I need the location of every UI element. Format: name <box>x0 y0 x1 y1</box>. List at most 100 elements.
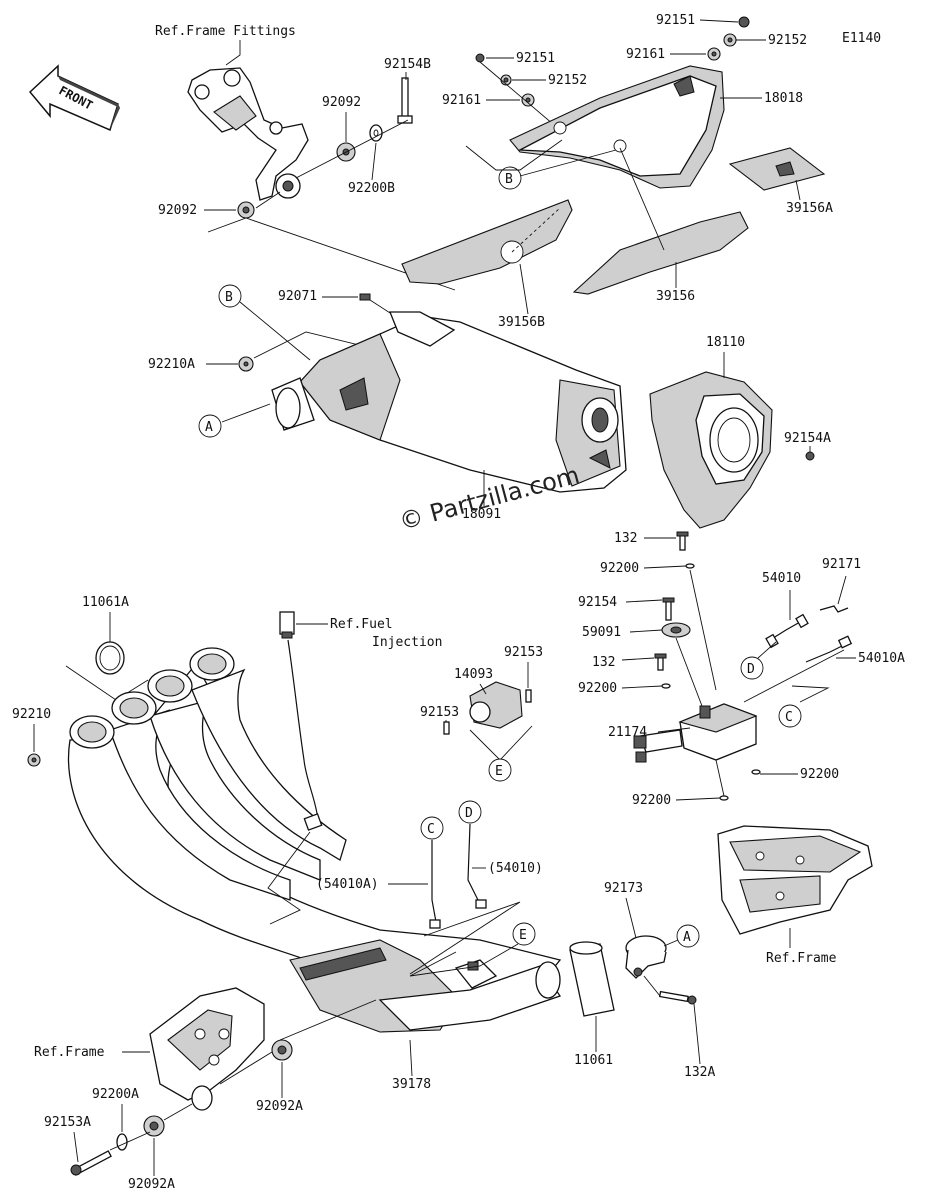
o2-sensor-harness <box>279 611 323 831</box>
washer-92200-d <box>719 795 729 801</box>
clip-92071 <box>359 293 371 301</box>
washer-92200-c <box>751 769 761 775</box>
callout-b-upper: B <box>498 166 522 190</box>
cable-54010 <box>765 613 809 649</box>
part-label-92092a-lower: 92092A <box>128 1177 175 1192</box>
svg-text:A: A <box>683 930 691 945</box>
clip-92171 <box>819 605 849 613</box>
part-label-54010-lower: (54010) <box>488 861 543 876</box>
callout-c-lower: C <box>420 816 444 840</box>
part-label-132-upper: 132 <box>614 531 637 546</box>
washer-92152-top <box>723 33 737 47</box>
ref-frame-fittings-label: Ref.Frame Fittings <box>155 24 296 39</box>
part-label-92151-top: 92151 <box>656 13 695 28</box>
part-label-18091: 18091 <box>462 507 501 522</box>
nut-92210 <box>27 753 41 767</box>
part-label-92200-d: 92200 <box>632 793 671 808</box>
callout-a-right: A <box>676 924 700 948</box>
svg-text:D: D <box>465 806 473 821</box>
pad-39156a <box>728 147 826 191</box>
part-label-92200b: 92200B <box>348 181 395 196</box>
end-cap-18110 <box>649 371 773 529</box>
ref-frame-right-label: Ref.Frame <box>766 951 837 966</box>
callout-b-lower: B <box>218 284 242 308</box>
bolt-132a <box>658 990 697 1005</box>
part-label-132-lower: 132 <box>592 655 615 670</box>
bolt-92151 <box>475 53 485 63</box>
part-label-59091: 59091 <box>582 625 621 640</box>
front-arrow-icon: FRONT <box>28 64 120 132</box>
diagram-code: E1140 <box>842 31 881 46</box>
cable-54010a <box>805 635 853 663</box>
bolt-132-upper <box>676 531 689 551</box>
part-label-39156: 39156 <box>656 289 695 304</box>
svg-text:C: C <box>427 822 435 837</box>
part-label-18018: 18018 <box>764 91 803 106</box>
callout-d-lower: D <box>458 800 482 824</box>
nut-92210a <box>238 356 254 372</box>
clamp-92173 <box>625 935 667 979</box>
cable-54010a-lower <box>429 840 441 929</box>
part-label-92154: 92154 <box>578 595 617 610</box>
svg-text:B: B <box>505 172 513 187</box>
part-label-92210a: 92210A <box>148 357 195 372</box>
part-label-92152: 92152 <box>548 73 587 88</box>
part-label-92154b: 92154B <box>384 57 431 72</box>
frame-fittings-bracket <box>187 67 309 201</box>
svg-text:C: C <box>785 710 793 725</box>
svg-text:E: E <box>495 764 503 779</box>
actuator-21174 <box>633 703 758 763</box>
pad-39156 <box>572 211 749 295</box>
cover-14093 <box>469 681 523 729</box>
part-label-92200-b: 92200 <box>578 681 617 696</box>
part-label-92092a-upper: 92092A <box>256 1099 303 1114</box>
gasket-11061 <box>569 941 615 1017</box>
bolt-92154b <box>397 77 413 124</box>
part-label-92151: 92151 <box>516 51 555 66</box>
svg-text:A: A <box>205 420 213 435</box>
part-label-92153-a: 92153 <box>504 645 543 660</box>
part-label-92153a: 92153A <box>44 1115 91 1130</box>
bolt-132-lower <box>654 653 667 671</box>
bolt-92153-a <box>525 689 532 703</box>
callout-e-cover: E <box>488 758 512 782</box>
part-label-92092-lower: 92092 <box>158 203 197 218</box>
part-label-92152-top: 92152 <box>768 33 807 48</box>
part-label-92200-a: 92200 <box>600 561 639 576</box>
ref-frame-left-label: Ref.Frame <box>34 1045 105 1060</box>
part-label-54010: 54010 <box>762 571 801 586</box>
part-label-39156a: 39156A <box>786 201 833 216</box>
part-label-132a: 132A <box>684 1065 715 1080</box>
part-label-92153-b: 92153 <box>420 705 459 720</box>
bolt-92151-top <box>738 16 750 28</box>
ref-fuel-label-1: Ref.Fuel <box>330 617 393 632</box>
bolt-92153-b <box>443 721 450 735</box>
grommet-92092-lower <box>237 201 255 219</box>
grommet-92092a-upper <box>271 1039 293 1061</box>
washer-92200-b <box>661 683 671 689</box>
gasket-11061a <box>95 641 125 675</box>
bolt-92153a <box>70 1150 112 1176</box>
heat-cover-18018 <box>509 65 725 189</box>
part-label-92154a: 92154A <box>784 431 831 446</box>
exhaust-header-39178 <box>67 647 562 1033</box>
frame-right <box>717 825 873 935</box>
muffler-18091 <box>271 311 627 493</box>
grommet-92092a-lower <box>143 1115 165 1137</box>
bolt-92154a <box>805 451 815 461</box>
part-label-92200a: 92200A <box>92 1087 139 1102</box>
callout-c-right: C <box>778 704 802 728</box>
part-label-54010a: 54010A <box>858 651 905 666</box>
part-label-92161-top: 92161 <box>626 47 665 62</box>
svg-text:E: E <box>519 928 527 943</box>
part-label-18110: 18110 <box>706 335 745 350</box>
washer-92152 <box>500 74 512 86</box>
washer-92200a <box>116 1133 128 1151</box>
part-label-39178: 39178 <box>392 1077 431 1092</box>
part-label-92210: 92210 <box>12 707 51 722</box>
part-label-92071: 92071 <box>278 289 317 304</box>
nut-92161 <box>521 93 535 107</box>
frame-left <box>149 987 265 1111</box>
washer-92200b <box>369 124 383 142</box>
